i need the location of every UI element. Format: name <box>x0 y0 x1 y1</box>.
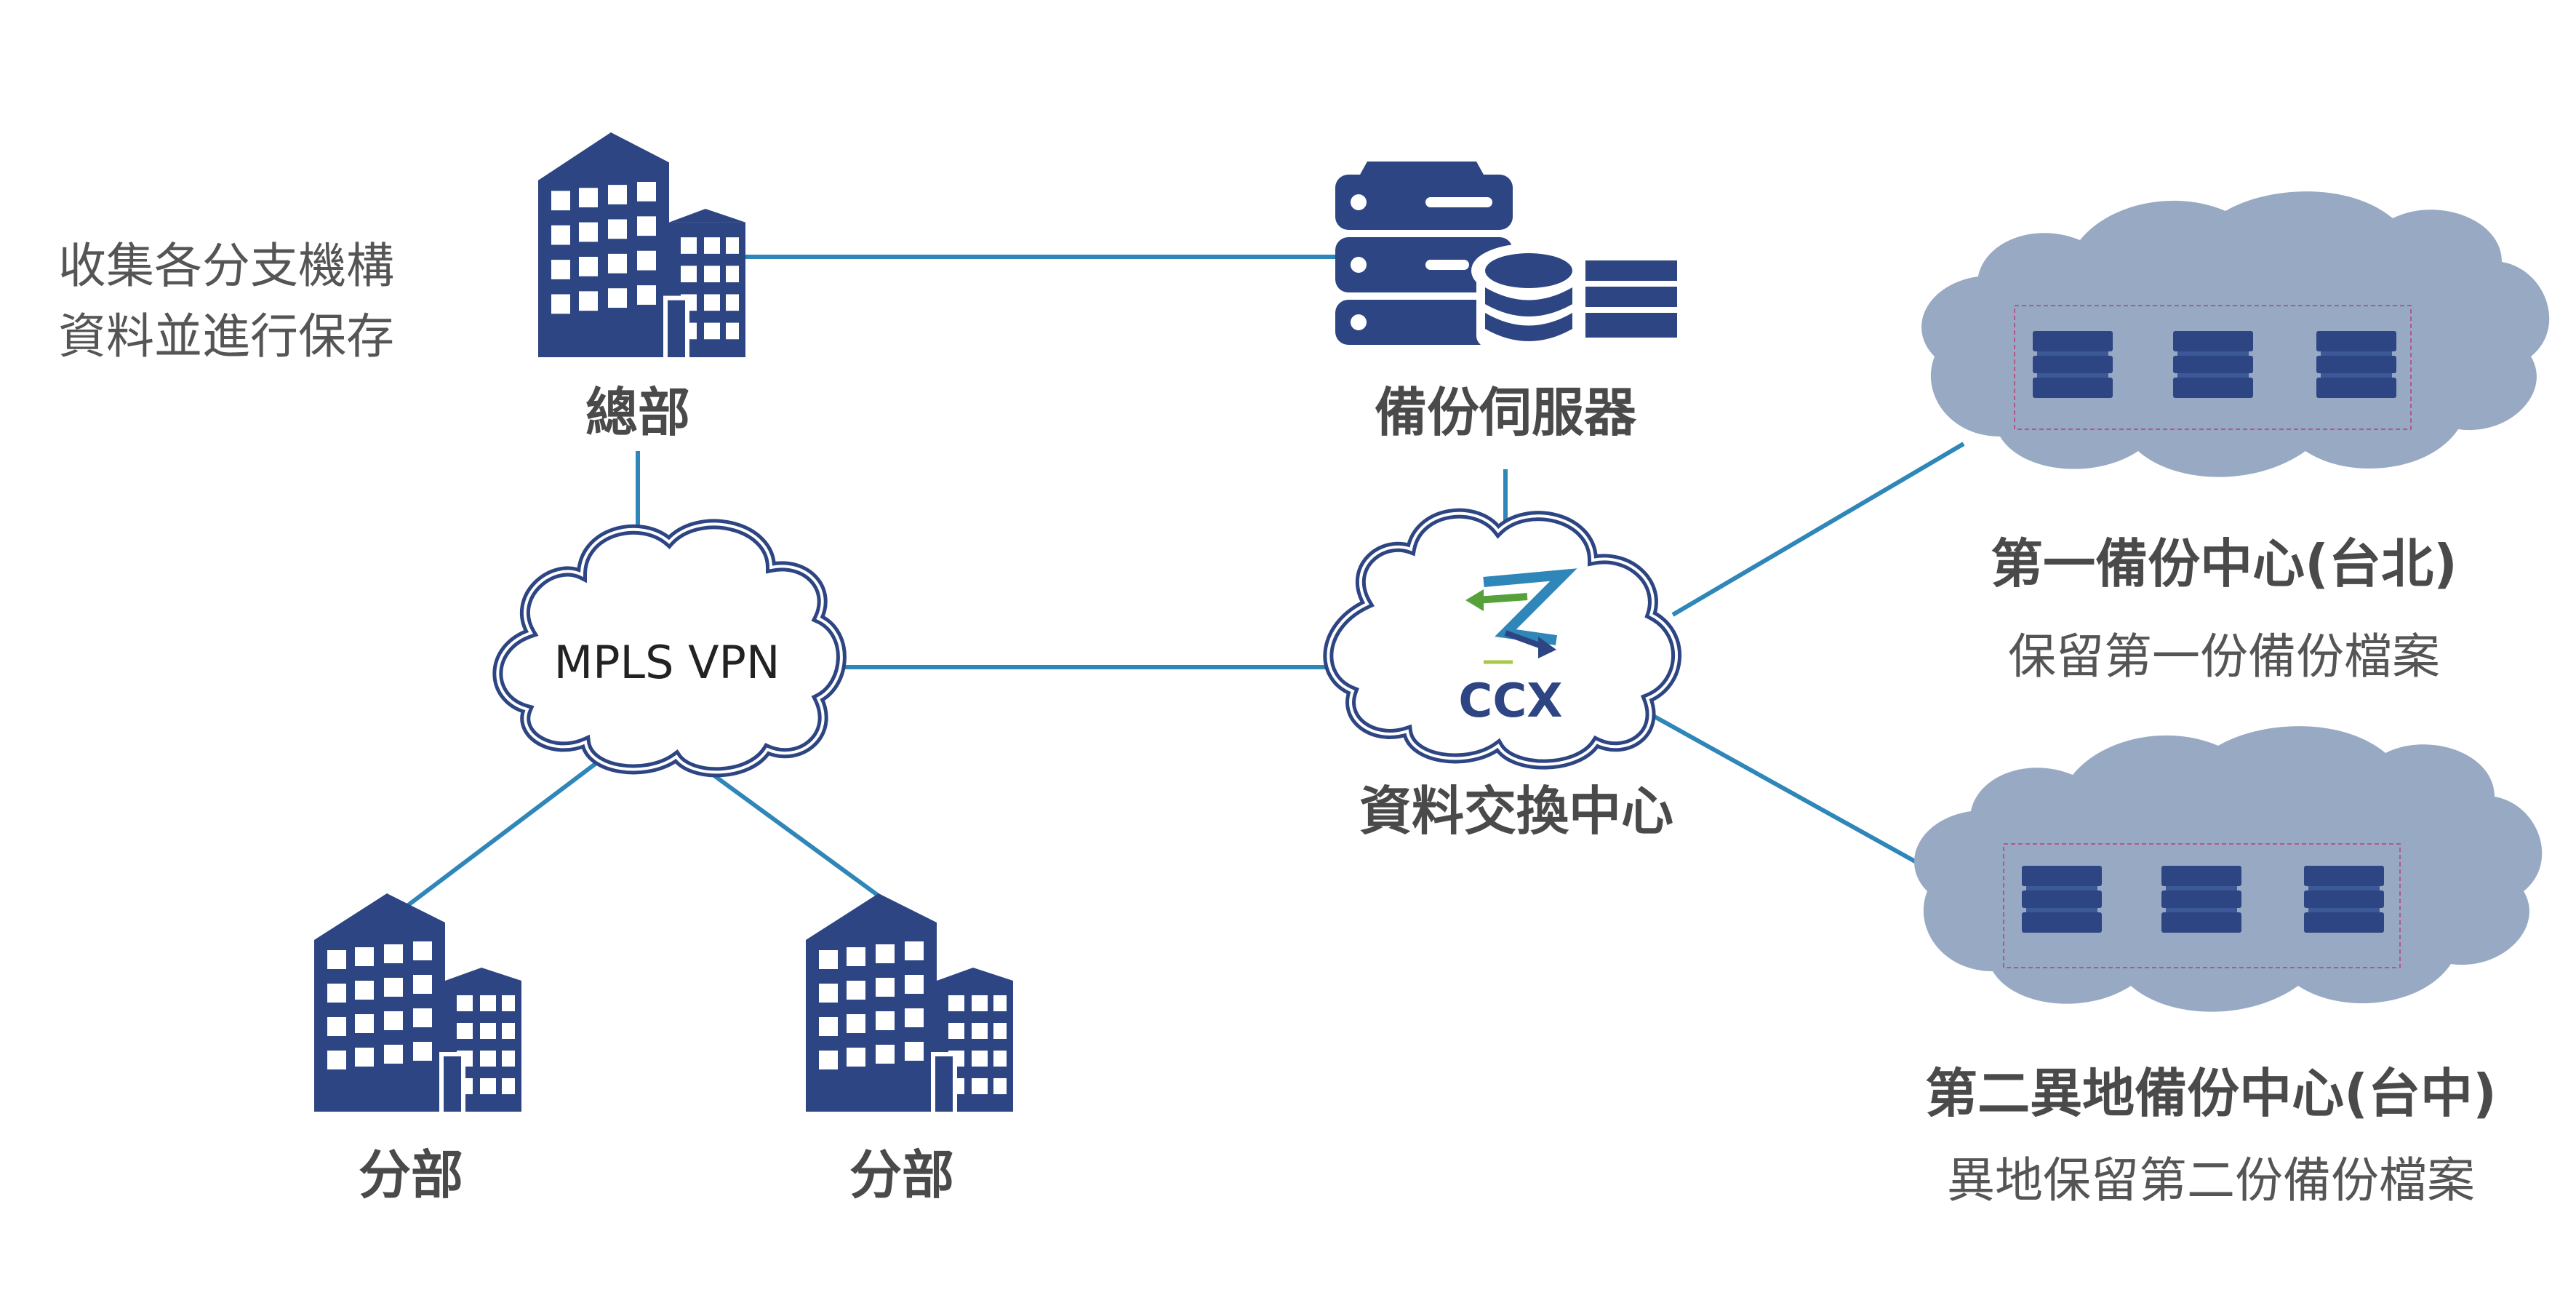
note-line-2: 資料並進行保存 <box>58 308 394 364</box>
ccx-logo-icon <box>1465 568 1577 664</box>
branch-label: 分部 <box>359 1144 463 1206</box>
building-icon <box>806 893 1013 1112</box>
server-stack-icon <box>2304 866 2384 933</box>
mini-server-stack-icon <box>1585 260 1677 338</box>
server-stack-icon <box>2316 331 2396 398</box>
branch-node-2: 分部 <box>806 893 1013 1206</box>
rack-frame <box>2014 305 2412 430</box>
note-text: 收集各分支機構 資料並進行保存 <box>58 238 394 364</box>
server-rack-icon <box>1335 162 1513 345</box>
exchange-label: 資料交換中心 <box>1359 781 1673 842</box>
branch-label: 分部 <box>849 1144 954 1206</box>
building-icon <box>538 132 745 357</box>
backup-center-2-title: 第二異地備份中心(台中) <box>1925 1063 2497 1124</box>
rack-frame <box>2003 843 2401 968</box>
link-exchange-backup1 <box>1671 442 1965 617</box>
mpls-label: MPLS VPN <box>554 636 780 689</box>
backup-center-2: 第二異地備份中心(台中) 異地保留第二份備份檔案 <box>1914 726 2543 1208</box>
exchange-node: CCX 資料交換中心 <box>1323 508 1681 842</box>
database-icon <box>1471 244 1586 358</box>
connection-lines <box>406 255 1965 908</box>
backup-center-1-desc: 保留第一份備份檔案 <box>2008 629 2440 685</box>
server-stack-icon <box>2173 331 2253 398</box>
server-stack-icon <box>2022 866 2102 933</box>
backup-server-label: 備份伺服器 <box>1375 382 1637 443</box>
mpls-vpn-node: MPLS VPN <box>492 519 847 778</box>
hq-label: 總部 <box>585 382 690 443</box>
branch-node-1: 分部 <box>314 893 521 1206</box>
backup-server-node: 備份伺服器 <box>1335 162 1677 443</box>
backup-center-1: 第一備份中心(台北) 保留第一份備份檔案 <box>1921 191 2550 685</box>
link-mpls-branch1 <box>406 747 616 908</box>
hq-node: 總部 <box>538 132 745 443</box>
backup-center-2-desc: 異地保留第二份備份檔案 <box>1947 1152 2475 1208</box>
link-mpls-branch2 <box>697 762 889 904</box>
server-stack-icon <box>2033 331 2113 398</box>
link-exchange-backup2 <box>1653 714 1951 882</box>
server-stack-icon <box>2161 866 2241 933</box>
ccx-logo-text: CCX <box>1458 674 1562 728</box>
building-icon <box>314 893 521 1112</box>
note-line-1: 收集各分支機構 <box>58 238 394 294</box>
backup-center-1-title: 第一備份中心(台北) <box>1991 533 2457 594</box>
